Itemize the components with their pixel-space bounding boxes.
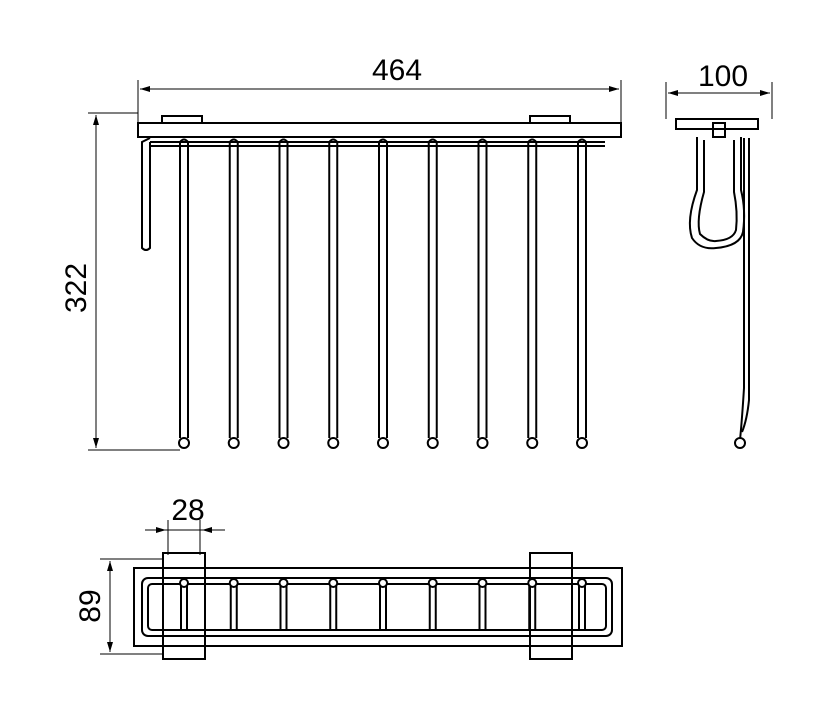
front-rod-tip [178, 437, 190, 449]
front-mount-plate-left [161, 115, 203, 124]
front-rod [477, 138, 488, 438]
top-rod [379, 584, 387, 630]
top-rod-end [228, 578, 239, 588]
top-rod-end [527, 578, 538, 588]
front-rods [178, 138, 588, 449]
front-rod-tip [526, 437, 539, 449]
front-rod-tip [377, 437, 389, 449]
top-rod-end [477, 578, 488, 588]
top-rod-end [427, 578, 438, 588]
side-top-plate [675, 118, 759, 130]
front-rod-tip [227, 437, 240, 449]
side-loop-inner [697, 140, 738, 243]
top-rod [329, 584, 338, 630]
front-width-dimension: 464 [137, 54, 622, 123]
front-rod [527, 138, 538, 438]
top-inner-loop [141, 577, 613, 637]
top-view [133, 552, 623, 660]
front-rod [179, 138, 189, 438]
side-drop-rod-2 [741, 138, 750, 433]
top-bracket-left [162, 552, 206, 660]
top-depth-dimension: 89 [74, 558, 163, 655]
front-view [137, 115, 622, 449]
side-depth-dimension: 100 [665, 60, 773, 119]
front-height-label: 322 [60, 263, 93, 313]
top-rod-end [378, 578, 388, 588]
front-rod [328, 138, 339, 438]
top-rod [180, 584, 188, 630]
side-view [675, 118, 759, 449]
side-rod-end [734, 437, 746, 449]
top-rod [428, 584, 437, 630]
top-rod [578, 584, 586, 630]
front-rod-tip [277, 437, 290, 449]
top-inner-loop-2 [147, 583, 607, 631]
top-depth-label: 89 [74, 589, 107, 622]
front-rod [427, 138, 438, 438]
top-outer-frame [133, 567, 623, 647]
front-left-hook [141, 137, 151, 251]
top-rod-end [577, 578, 587, 588]
front-rod [278, 138, 289, 438]
top-rod-end [328, 578, 339, 588]
bracket-width-label: 28 [171, 494, 204, 527]
front-rod-tip [576, 437, 588, 449]
top-rod [229, 584, 238, 630]
front-mount-plate-right [529, 115, 571, 124]
top-rod [279, 584, 288, 630]
bracket-width-dimension: 28 [145, 494, 225, 555]
front-height-dimension: 322 [60, 112, 180, 451]
top-rod [478, 584, 487, 630]
top-rod [528, 584, 537, 630]
front-width-label: 464 [372, 54, 422, 87]
front-rod [577, 138, 587, 438]
front-rod-tip [426, 437, 439, 449]
front-top-rail [137, 122, 622, 138]
top-rod-end [278, 578, 289, 588]
top-rods [179, 578, 587, 630]
front-rod [378, 138, 388, 438]
side-top-block [712, 122, 726, 138]
front-rod-tip [476, 437, 489, 449]
top-rod-end [179, 578, 189, 588]
front-rod [228, 138, 239, 438]
side-depth-label: 100 [698, 60, 748, 93]
side-drop-rod [739, 138, 745, 441]
front-rod-tip [327, 437, 340, 449]
